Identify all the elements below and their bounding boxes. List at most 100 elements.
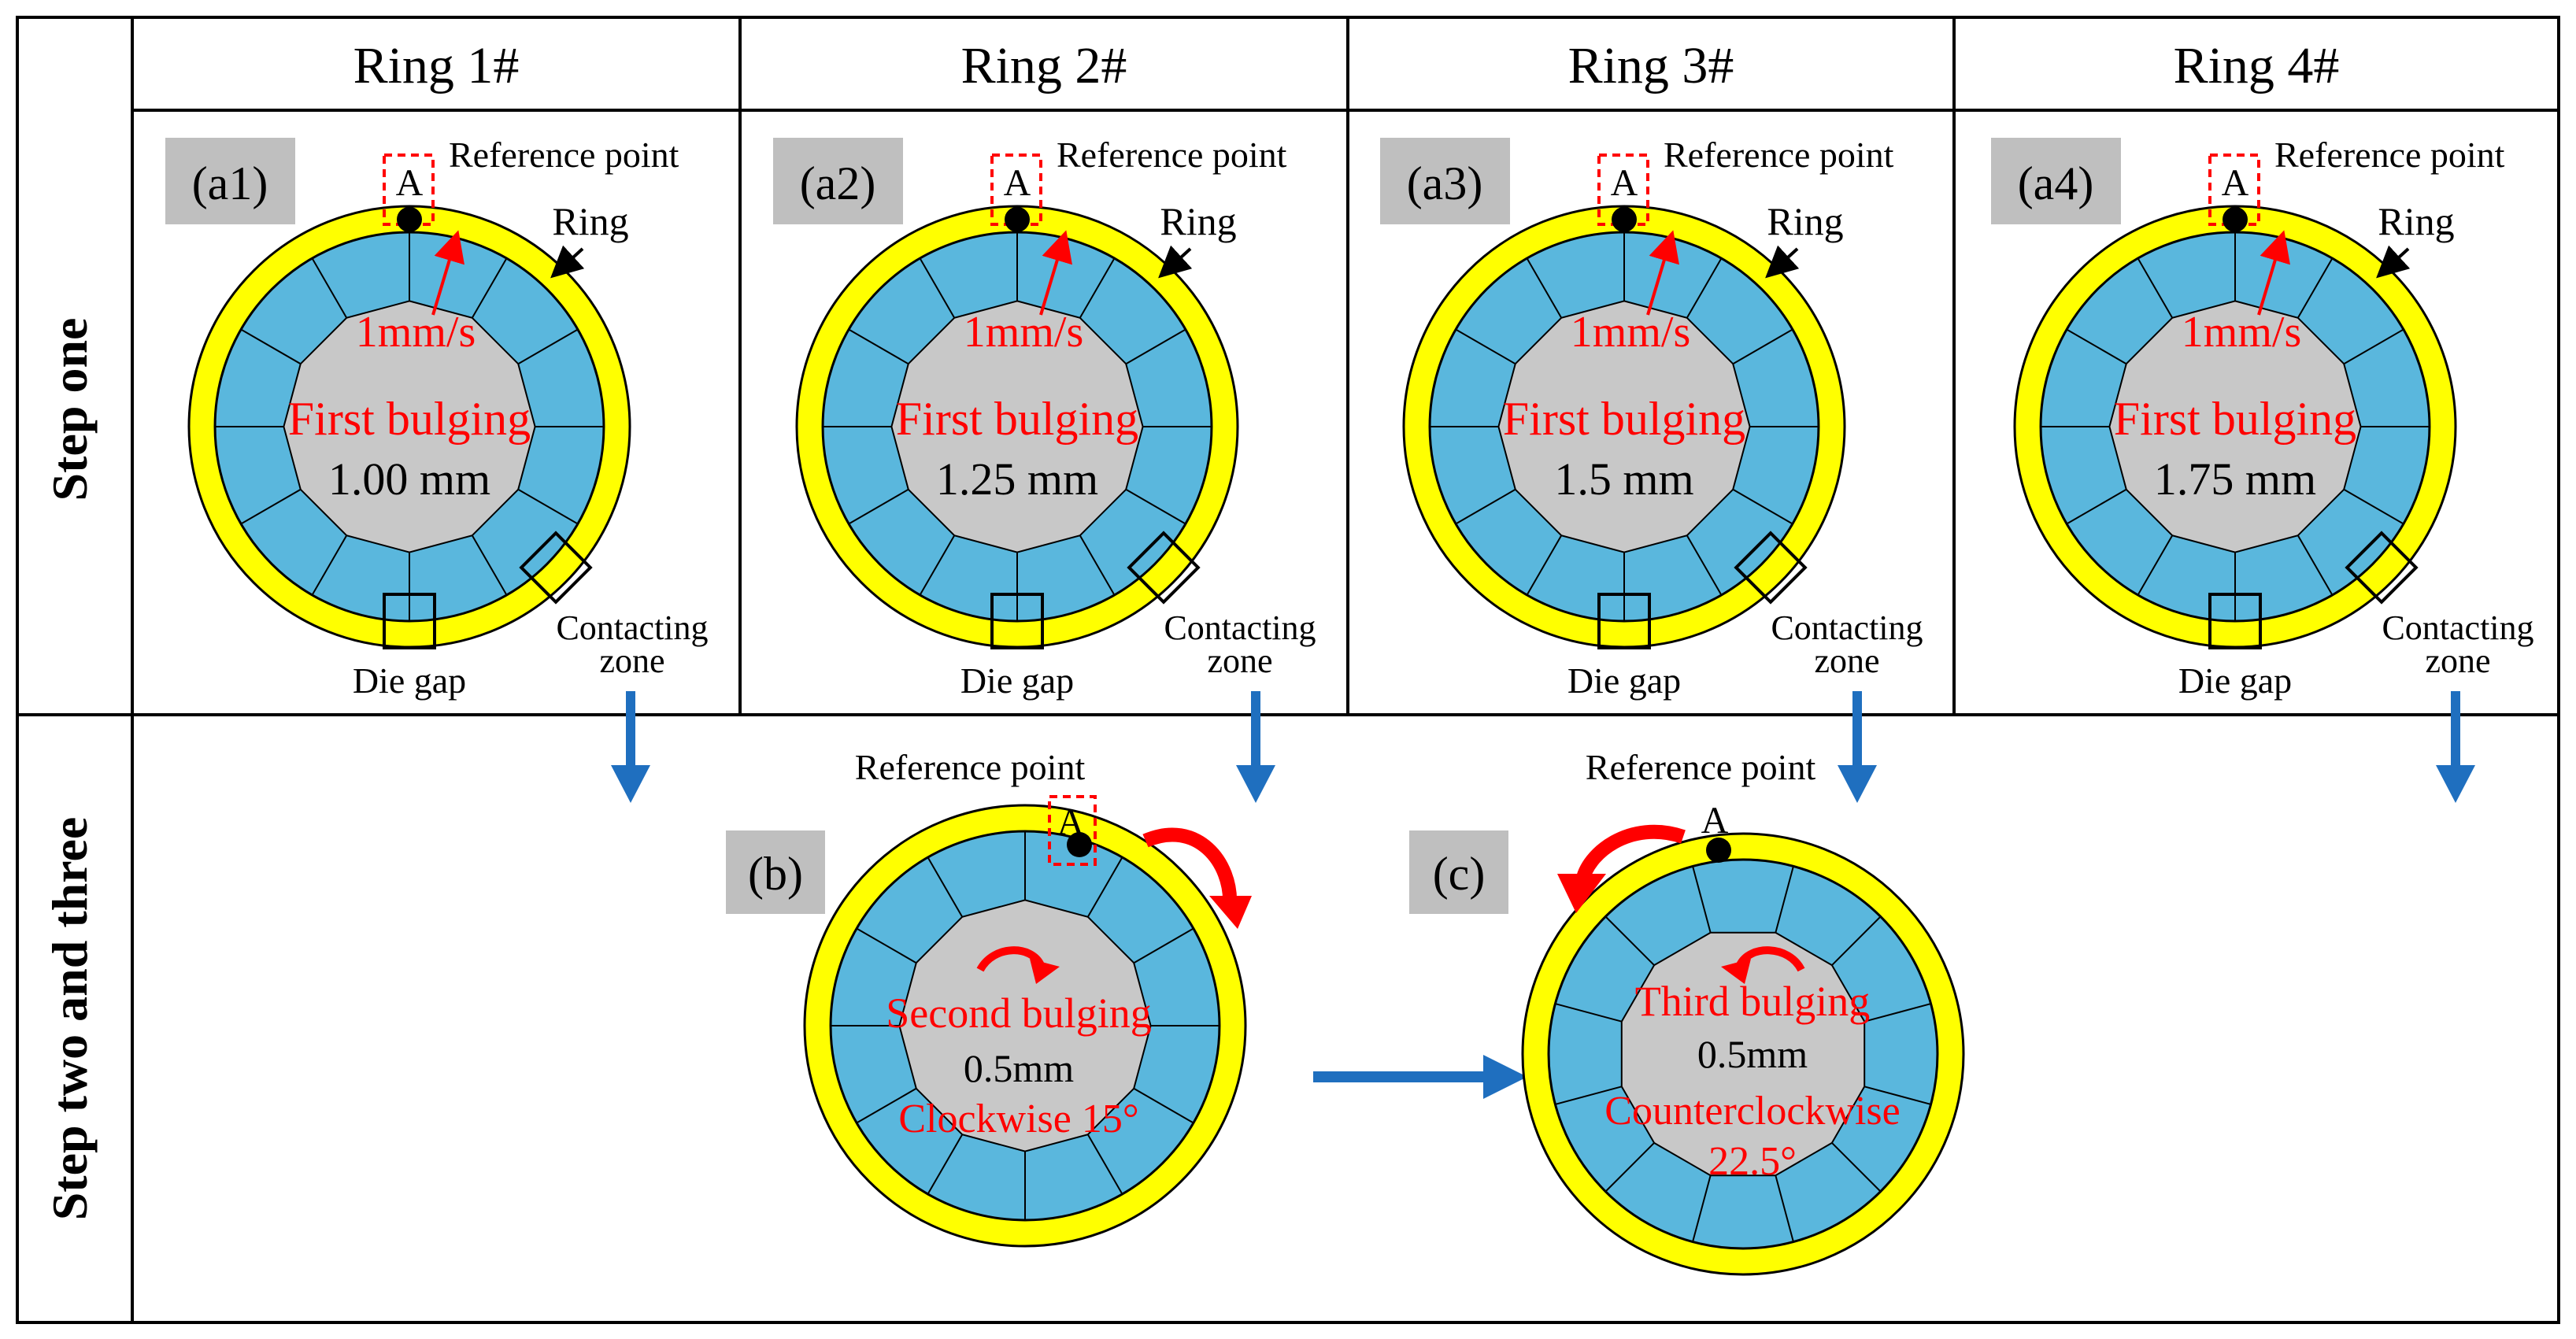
arrow-b-to-c-icon: [1313, 1055, 1527, 1099]
contacting-zone-box: [2345, 531, 2419, 605]
die-gap-line: [927, 856, 964, 918]
inner-counterclockwise-arrow-icon: [1736, 946, 1805, 972]
die-gap-line: [919, 534, 956, 596]
contacting-zone-label-2: zone: [1207, 642, 1272, 680]
panel-tag-box: [1409, 830, 1508, 914]
contacting-zone-box: [1127, 531, 1201, 605]
die-gap-line: [1455, 488, 1516, 525]
ring-label: Ring: [1160, 199, 1236, 243]
col-header-ring-3: Ring 3#: [1568, 37, 1734, 94]
ring-pointer: [1158, 245, 1193, 279]
down-arrow-3-icon: [1838, 691, 1877, 803]
speed-label: 1mm/s: [2182, 308, 2301, 357]
die-gap-line: [1086, 856, 1123, 918]
die-gap-line: [1775, 866, 1794, 934]
table-grid: [16, 16, 2560, 1324]
reference-point-label: Reference point: [2274, 135, 2505, 175]
ring-label: Ring: [552, 199, 628, 243]
die-gap-line: [1692, 1174, 1712, 1242]
die-gap-line: [1686, 257, 1723, 319]
contacting-zone-label: Contacting: [556, 608, 708, 647]
die-gap-line: [311, 257, 348, 319]
die-gap-line: [927, 1134, 964, 1195]
speed-arrow: [1039, 230, 1072, 316]
counterclockwise-arrow-icon: [1575, 824, 1686, 883]
reference-point-marker: [397, 206, 422, 232]
panel-tag-box: [1991, 138, 2121, 224]
die-gap-line: [1692, 866, 1712, 934]
die-gap-line: [1125, 488, 1186, 525]
thickness-label: 1.00 mm: [328, 453, 490, 505]
contacting-zone-label: Contacting: [1771, 608, 1923, 647]
bulging-amount-label: 0.5mm: [1697, 1032, 1808, 1076]
die-gap-line: [2297, 534, 2334, 596]
contacting-zone-label: Contacting: [2382, 608, 2533, 647]
die-gap-line: [2343, 488, 2404, 525]
die-gap-line: [2137, 534, 2174, 596]
point-a-label: A: [1701, 800, 1729, 841]
counterclockwise-arrowhead-icon: [1557, 874, 1606, 913]
reference-point-label: Reference point: [1057, 135, 1287, 175]
panel-tag-box: [773, 138, 903, 224]
panel-tag: (c): [1433, 848, 1486, 900]
die-gap-line: [1526, 534, 1563, 596]
die-gap-line: [517, 328, 579, 365]
inner-counterclockwise-arrowhead-icon: [1721, 959, 1751, 984]
core: [2108, 300, 2362, 553]
panel-tag-box: [165, 138, 295, 224]
die-gap-line: [1864, 1003, 1931, 1023]
bulging-amount-label: 0.5mm: [964, 1046, 1074, 1090]
panel-tag-box: [726, 830, 825, 914]
panel-tag: (a4): [2018, 157, 2094, 209]
clockwise-arrow-icon: [1142, 827, 1238, 906]
speed-label: 1mm/s: [1571, 308, 1690, 357]
first-bulging-label: First bulging: [2114, 393, 2356, 445]
down-arrow-2-icon: [1236, 691, 1275, 803]
die-gap-line: [848, 488, 909, 525]
ring-pointer: [2376, 245, 2411, 279]
thickness-label: 1.5 mm: [1554, 453, 1693, 505]
die-gap-line: [2066, 328, 2127, 365]
die-gap-line: [848, 328, 909, 365]
rotation-angle-label: 22.5°: [1708, 1139, 1797, 1184]
reference-point-marker: [1067, 832, 1092, 857]
panel-tag: (a3): [1407, 157, 1483, 209]
reference-box: [383, 154, 435, 226]
die-gap-box: [1597, 593, 1651, 649]
die-gap-line: [240, 328, 302, 365]
die-gap-line: [471, 257, 508, 319]
die-gap-line: [240, 488, 302, 525]
die-gap-line: [1732, 328, 1793, 365]
die-gap-line: [1079, 534, 1116, 596]
die-gap-line: [856, 1087, 917, 1124]
reference-point-marker: [2223, 206, 2248, 232]
core: [890, 300, 1144, 553]
third-bulging-label: Third bulging: [1635, 978, 1870, 1025]
die-gap-line: [1555, 1003, 1623, 1023]
reference-box: [990, 154, 1042, 226]
reference-point-label: Reference point: [449, 135, 679, 175]
rotation-label: Clockwise 15°: [898, 1097, 1138, 1141]
down-arrow-4-icon: [2436, 691, 2475, 803]
speed-arrow: [2257, 230, 2290, 316]
ring-label: Ring: [2378, 199, 2454, 243]
die-gap-label: Die gap: [1567, 660, 1681, 701]
die-gap-line: [1831, 1142, 1882, 1193]
contacting-zone-box: [519, 531, 593, 605]
speed-arrow: [1646, 230, 1679, 316]
point-a-label: A: [1611, 162, 1638, 204]
row-header-step-one: Step one: [42, 318, 98, 501]
reference-point-marker: [1005, 206, 1030, 232]
ring-pointer: [1765, 245, 1800, 279]
thickness-label: 1.75 mm: [2154, 453, 2316, 505]
panel-tag: (a2): [800, 157, 876, 209]
reference-point-label: Reference point: [1664, 135, 1894, 175]
die-gap-line: [1079, 257, 1116, 319]
ring-pointer: [550, 245, 585, 279]
